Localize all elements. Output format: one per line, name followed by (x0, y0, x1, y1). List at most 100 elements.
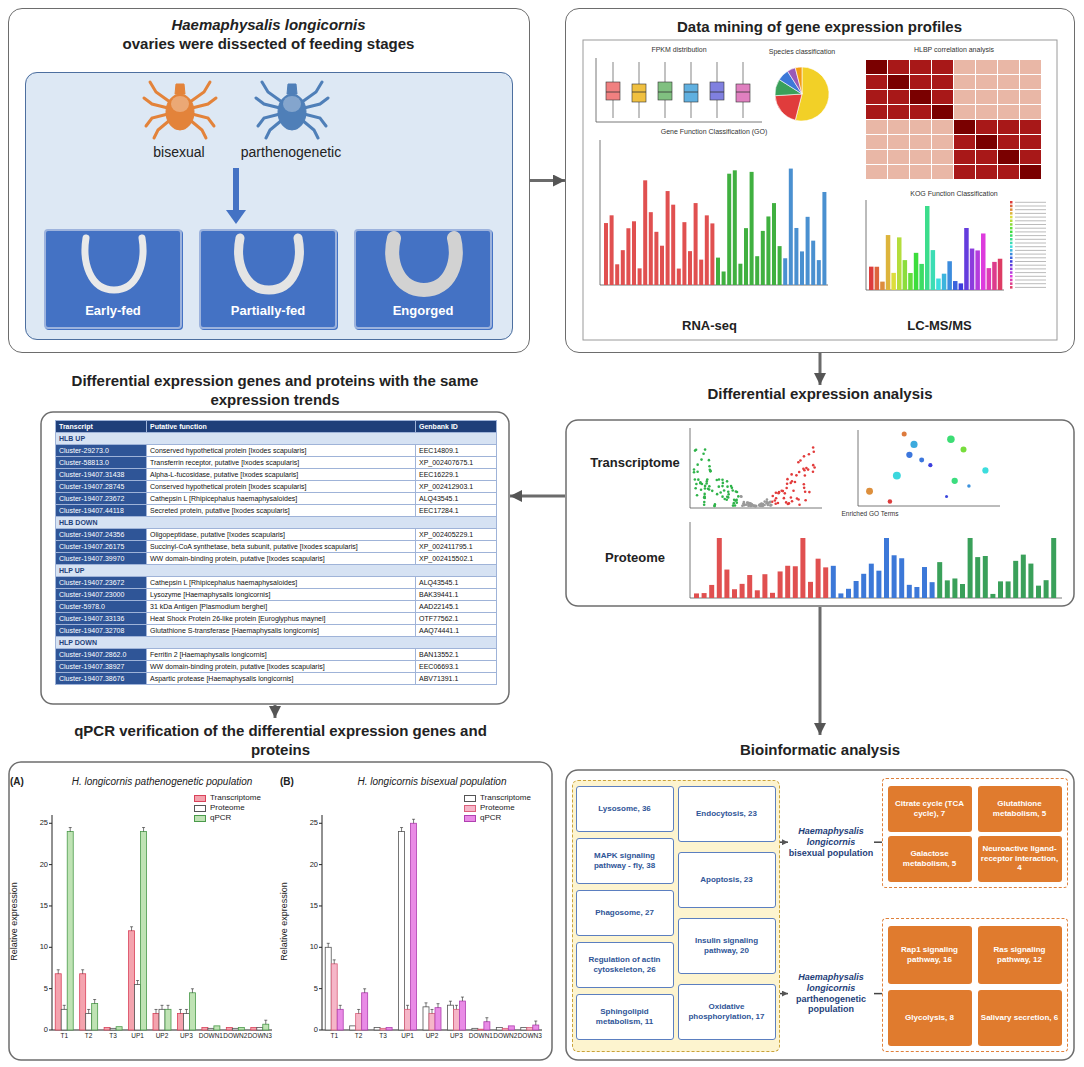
chart-mark (724, 570, 729, 598)
chart-mark (1015, 280, 1046, 281)
label: 15 (292, 902, 318, 910)
table-cell: Conserved hypothetical protein [Ixodes s… (147, 445, 415, 456)
chart-mark (727, 493, 730, 496)
connector (780, 841, 788, 843)
chart-mark (615, 264, 619, 285)
table-cell: Cluster-19407.23000 (56, 589, 146, 600)
table-cell: Cluster-19407.33136 (56, 613, 146, 624)
pathway-box: Galactose metabolism, 5 (888, 836, 972, 882)
chart-mark (202, 1028, 208, 1030)
illustration-part (9, 762, 552, 1060)
node-text: Sphingolipid metabolism, 11 (580, 1007, 670, 1026)
chart-mark (998, 581, 1003, 598)
chart-mark (808, 491, 811, 494)
chart-mark (866, 60, 887, 74)
node-text: Citrate cycle (TCA cycle), 7 (891, 799, 969, 818)
chart-mark (449, 1001, 452, 1005)
chart-mark (888, 499, 893, 504)
chart-mark (621, 250, 625, 285)
node-text: Bioinformatic analysis (565, 741, 1075, 760)
chart-mark (954, 165, 975, 179)
chart-mark (925, 206, 930, 290)
chart-mark (953, 281, 958, 290)
chart-mark (319, 864, 322, 865)
sample-panel: bisexualparthenogeneticEarly-fedPartiall… (25, 72, 513, 340)
chart-mark (789, 482, 792, 485)
table-cell: Cluster-19407.32708 (56, 625, 146, 636)
chart-mark (998, 60, 1019, 74)
chart-mark (791, 500, 794, 503)
chart-mark (742, 502, 745, 505)
chart-mark (658, 82, 672, 100)
table-cell: WW domain-binding protein, putative [Ixo… (147, 661, 415, 672)
chart-mark (932, 120, 953, 134)
chart-mark (954, 75, 975, 89)
chart-mark (888, 105, 909, 119)
text-holder: Partially-fed (199, 303, 337, 318)
node-text: Differential expression analysis (565, 385, 1075, 404)
chart-mark (632, 92, 646, 93)
chart-mark (754, 505, 757, 508)
chart-mark (866, 165, 887, 179)
chart-mark (794, 481, 797, 484)
chart-mark (130, 927, 133, 931)
chart-mark (1010, 286, 1013, 289)
chart-mark (177, 1013, 183, 1030)
label-holder: T3 (369, 1033, 397, 1040)
chart-mark (954, 135, 975, 149)
chart-mark (684, 92, 698, 93)
node-text: parthenogenetic (231, 144, 351, 160)
chart-mark (799, 459, 802, 462)
legend-swatch (194, 795, 206, 802)
chart-mark (643, 180, 647, 285)
node-text: Endocytosis, 23 (696, 809, 757, 819)
label-holder: DOWN1 (467, 1033, 495, 1040)
pathway-box: Insulin signaling pathway, 20 (678, 918, 776, 974)
label: (B) (280, 776, 310, 788)
chart-mark (777, 502, 780, 505)
label: UP1 (124, 1033, 152, 1040)
chart-mark (777, 492, 780, 495)
label-holder: T1 (50, 1033, 78, 1040)
label: 25 (292, 819, 318, 827)
table-cell: HLB DOWN (56, 517, 496, 528)
pathway-box: Regulation of actin cytoskeleton, 26 (576, 942, 674, 988)
chart-mark (919, 264, 924, 290)
chart-mark (803, 455, 806, 458)
chart-mark (910, 90, 931, 104)
chart-mark (1010, 212, 1013, 215)
chart-mark (942, 274, 947, 290)
table-cell: Glutathione S-transferase [Haemaphysalis… (147, 625, 415, 636)
chart-mark (704, 487, 707, 490)
chart-mark (797, 461, 800, 464)
chart-mark (61, 1009, 67, 1030)
label-holder: Proteome (480, 804, 542, 812)
chart-mark (135, 985, 141, 1030)
chart-mark (92, 1004, 98, 1030)
chart-mark (1015, 276, 1046, 277)
table-cell: Transcript (56, 421, 146, 432)
chart-mark (399, 832, 405, 1030)
chart-mark (803, 469, 806, 472)
chart-mark (800, 538, 805, 598)
connector (819, 353, 822, 385)
chart-mark (812, 464, 815, 467)
chart-mark (708, 465, 711, 468)
chart-mark (861, 574, 866, 598)
chart-mark (1015, 283, 1046, 284)
chart-mark (350, 1026, 356, 1030)
chart-mark (699, 482, 702, 485)
chart-mark (238, 1028, 244, 1030)
chart-mark (660, 246, 664, 285)
chart-mark (1015, 261, 1046, 262)
chart-mark (693, 468, 696, 471)
chart-mark (914, 253, 919, 290)
chart-mark (703, 493, 706, 496)
table-cell: Lysozyme [Haemaphysalis longicornis] (147, 589, 415, 600)
chart-mark (1010, 223, 1013, 226)
chart-mark (1015, 250, 1046, 251)
chart-mark (1015, 206, 1046, 207)
node-text: Early-fed (44, 303, 182, 318)
text-holder: Proteome (580, 550, 690, 565)
chart-mark (699, 260, 703, 285)
